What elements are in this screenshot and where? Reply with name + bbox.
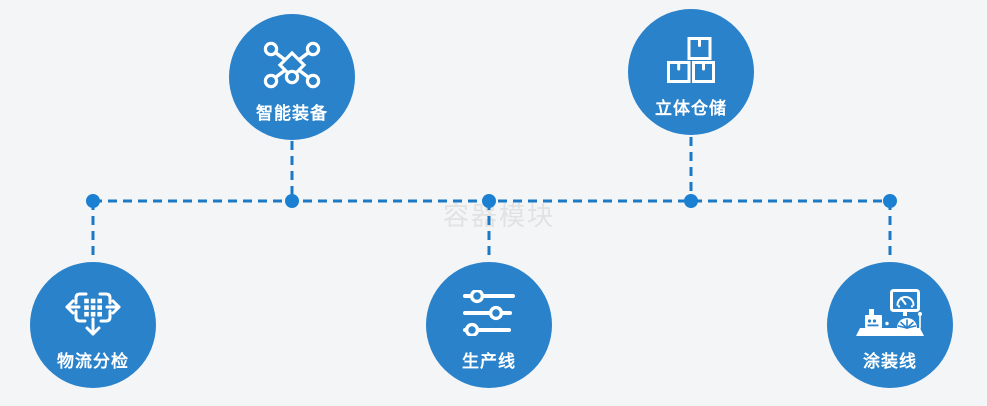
node-production-line: 生产线 [426, 262, 552, 388]
junction-dot [86, 194, 100, 208]
node-label: 生产线 [462, 352, 516, 371]
junction-dot [883, 194, 897, 208]
control-station-icon [854, 283, 926, 343]
node-logistics-sorting: 物流分检 [30, 262, 156, 388]
node-label: 物流分检 [57, 352, 129, 371]
network-nodes-icon [263, 35, 321, 95]
stacked-boxes-icon [667, 30, 715, 90]
junction-dot [684, 194, 698, 208]
node-painting-line: 涂装线 [827, 262, 953, 388]
watermark-text: 容器模块 [443, 201, 556, 231]
node-stereo-warehouse: 立体仓储 [628, 9, 754, 135]
node-label: 涂装线 [863, 352, 917, 371]
node-label: 智能装备 [256, 104, 328, 123]
junction-dot [482, 194, 496, 208]
sort-distribute-icon [63, 283, 123, 343]
node-label: 立体仓储 [655, 99, 727, 118]
sliders-icon [463, 283, 515, 343]
node-smart-equipment: 智能装备 [229, 14, 355, 140]
junction-dot [285, 194, 299, 208]
